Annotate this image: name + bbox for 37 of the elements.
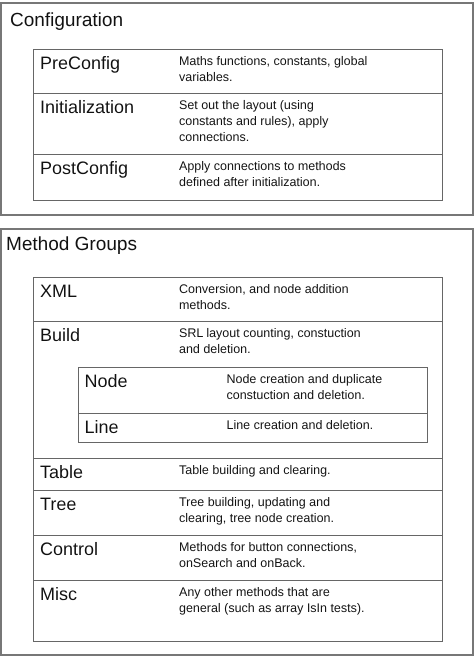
table-row [33, 580, 443, 642]
table-row [33, 154, 443, 201]
row-label: Initialization [40, 97, 134, 118]
table-row [33, 49, 443, 94]
row-description: Maths functions, constants, global variables. [179, 53, 368, 85]
table-row [78, 366, 428, 414]
row-description: Table building and clearing. [179, 462, 332, 478]
row-label: Line [84, 416, 119, 438]
row-description: Line creation and deletion. [226, 416, 374, 432]
row-label: Control [40, 539, 98, 560]
panel [0, 228, 474, 656]
panel-title: Configuration [10, 10, 124, 32]
row-label: XML [40, 281, 78, 302]
row-label: Node [84, 370, 128, 392]
row-description: Node creation and duplicate constuction and deletion. [226, 370, 384, 402]
table-row [33, 490, 443, 536]
table-row [78, 412, 428, 442]
row-label: Misc [40, 584, 77, 605]
row-description: Methods for button connections, onSearch and onBack. [179, 539, 358, 571]
row-label: PostConfig [40, 158, 128, 179]
row-description: Conversion, and node addition methods. [179, 281, 350, 313]
table-row [33, 535, 443, 581]
row-description: Tree building, updating and clearing, tree node creation. [179, 494, 335, 526]
panel-title: Method Groups [6, 234, 137, 256]
row-label: Build [40, 325, 80, 346]
panel [0, 2, 474, 216]
table-row [33, 277, 443, 322]
row-description: Set out the layout (using constants and rules), apply connections. [179, 97, 330, 145]
table-row [33, 458, 443, 491]
row-label: Tree [40, 494, 76, 515]
row-label: PreConfig [40, 53, 120, 74]
table-row [33, 93, 443, 155]
row-description: Any other methods that are general (such as array IsIn tests). [179, 584, 366, 616]
row-label: Table [40, 462, 84, 483]
row-description: SRL layout counting, constuction and deletion. [179, 325, 362, 357]
table-row [33, 321, 443, 459]
row-description: Apply connections to methods defined after initialization. [179, 158, 347, 190]
